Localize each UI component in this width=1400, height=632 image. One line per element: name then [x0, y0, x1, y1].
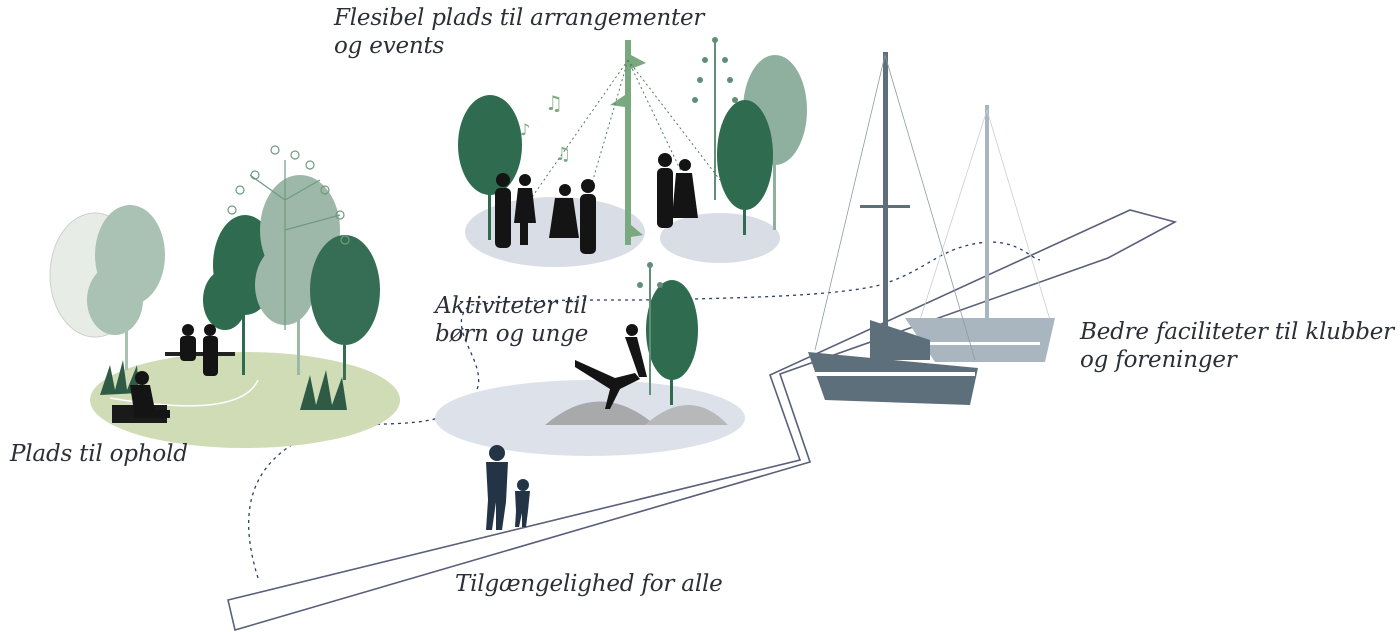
- label-boern-line1: Aktiviteter til: [435, 293, 588, 319]
- tree-icon: [87, 205, 165, 370]
- tree-icon: [310, 235, 380, 380]
- person-silhouette-icon: [575, 324, 647, 409]
- events-area: ♫ ♫ ♪: [458, 37, 807, 267]
- person-silhouette-icon: [180, 324, 218, 376]
- sailboat-icon: [905, 105, 1055, 362]
- label-klubber-line1: Bedre faciliteter til klubber: [1080, 319, 1394, 345]
- person-silhouette-icon: [130, 371, 170, 418]
- label-alle-line1: Tilgængelighed for alle: [455, 571, 723, 597]
- dancers-silhouette-icon: [495, 153, 698, 254]
- sailboat-icon: [808, 52, 978, 405]
- label-events: Flesibel plads til arrangementer og even…: [334, 4, 704, 60]
- label-klubber: Bedre faciliteter til klubber og forenin…: [1080, 318, 1394, 374]
- walkway-path: [227, 209, 1178, 632]
- label-klubber-line2: og foreninger: [1080, 347, 1237, 373]
- tree-icon: [717, 100, 773, 235]
- label-events-line2: og events: [334, 33, 445, 59]
- music-note-icon: ♫: [555, 144, 571, 165]
- label-events-line1: Flesibel plads til arrangementer: [334, 5, 705, 31]
- label-ophold: Plads til ophold: [10, 440, 188, 468]
- music-note-icon: ♫: [545, 91, 563, 115]
- flower-tree-icon: [692, 37, 738, 200]
- climbing-mound: [645, 405, 728, 425]
- maypole-icon: [529, 40, 721, 245]
- bench-icon: [165, 352, 235, 356]
- dotted-connector: [248, 241, 1041, 579]
- seating-area: [49, 145, 400, 448]
- label-alle: Tilgængelighed for alle: [455, 570, 723, 598]
- tree-icon: [646, 280, 698, 405]
- label-ophold-line1: Plads til ophold: [10, 441, 188, 467]
- climbing-mound: [545, 401, 655, 425]
- label-boern: Aktiviteter til børn og unge: [435, 292, 588, 348]
- label-boern-line2: børn og unge: [435, 321, 589, 347]
- grass-lawn: [90, 352, 400, 448]
- flower-tree-icon: [637, 262, 663, 395]
- grass-icon: [100, 360, 139, 395]
- music-note-icon: ♪: [520, 120, 530, 139]
- tree-icon: [458, 95, 522, 240]
- activity-area: [435, 262, 745, 456]
- flower-tree-icon: [227, 145, 350, 330]
- grass-icon: [300, 370, 347, 410]
- walking-people-icon: [486, 445, 530, 530]
- event-pad: [660, 213, 780, 263]
